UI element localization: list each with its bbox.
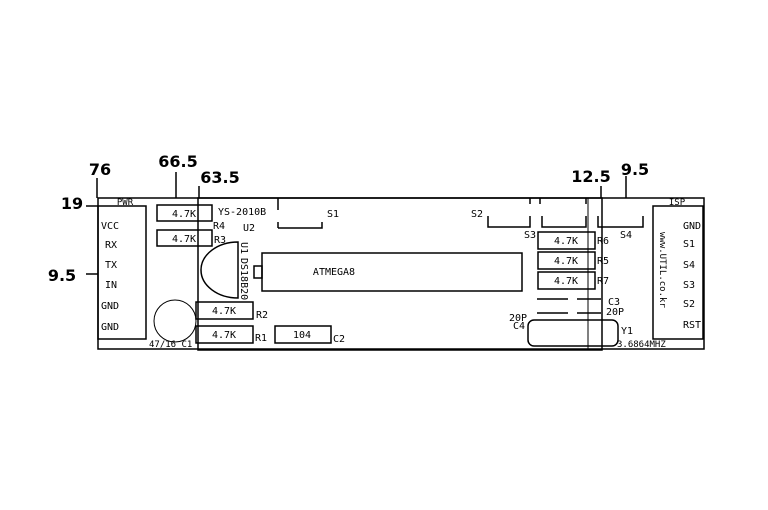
switch-s1-label: S1 xyxy=(327,209,339,220)
dimension-19: 19 xyxy=(61,194,83,213)
capacitor-c3-ref: C3 xyxy=(608,297,620,308)
crystal-y1-body xyxy=(527,319,619,347)
resistor-r3-ref: R3 xyxy=(214,235,226,246)
ds18b20-sensor-body xyxy=(200,241,239,299)
pwr-pin-tx: TX xyxy=(105,260,117,271)
resistor-r3-value: 4.7K xyxy=(172,234,196,245)
switch-s2-outline xyxy=(487,216,531,228)
atmega8-notch xyxy=(253,265,263,279)
ds18b20-label: DS18B20 xyxy=(238,258,249,300)
isp-pin-s4: S4 xyxy=(683,260,695,271)
dimension-9-5-left: 9.5 xyxy=(48,266,76,285)
resistor-r5-value: 4.7K xyxy=(554,256,578,267)
isp-pin-s3: S3 xyxy=(683,280,695,291)
isp-header-box xyxy=(652,205,704,340)
pwr-header-title: PWR xyxy=(117,198,134,208)
dimension-12-5: 12.5 xyxy=(571,167,610,186)
pwr-pin-in: IN xyxy=(105,280,117,291)
capacitor-c1-label: 47/16 C1 xyxy=(149,340,192,350)
resistor-r2-ref: R2 xyxy=(256,310,268,321)
dimension-63-5: 63.5 xyxy=(200,168,239,187)
dimension-66-5: 66.5 xyxy=(158,152,197,171)
pwr-pin-gnd-2: GND xyxy=(101,322,119,333)
capacitor-c2-ref: C2 xyxy=(333,334,345,345)
resistor-r6-value: 4.7K xyxy=(554,236,578,247)
pwr-pin-rx: RX xyxy=(105,240,117,251)
resistor-r7-ref: R7 xyxy=(597,276,609,287)
isp-pin-s2: S2 xyxy=(683,299,695,310)
resistor-r5-body xyxy=(537,251,596,270)
resistor-r3-body xyxy=(156,229,213,247)
u1-label: U1 xyxy=(238,242,249,254)
atmega8-chip-body xyxy=(261,252,523,292)
resistor-r2-value: 4.7K xyxy=(212,306,236,317)
switch-s3-label: S3 xyxy=(524,230,536,241)
dimension-9-5-right: 9.5 xyxy=(621,160,649,179)
switch-s4-outline xyxy=(597,216,644,228)
capacitor-c3-value: 20P xyxy=(606,307,624,318)
isp-pin-rst: RST xyxy=(683,320,701,331)
isp-pin-s1: S1 xyxy=(683,239,695,250)
pwr-header-box xyxy=(97,205,147,340)
switch-s2-label: S2 xyxy=(471,209,483,220)
isp-url-label: www.UTIL.co.kr xyxy=(657,232,667,308)
switch-s3-outline xyxy=(541,216,587,228)
isp-header-title: ISP xyxy=(669,198,686,208)
u2-label: U2 xyxy=(243,223,255,234)
main-board-outline xyxy=(197,197,603,351)
resistor-r4-ref: R4 xyxy=(213,221,225,232)
ys-model-label: YS-2010B xyxy=(218,207,266,218)
switch-s4-label: S4 xyxy=(620,230,632,241)
switch-s1-outline xyxy=(277,198,323,229)
pwr-pin-gnd-1: GND xyxy=(101,301,119,312)
resistor-r6-ref: R6 xyxy=(597,236,609,247)
resistor-r1-body xyxy=(195,325,254,344)
crystal-y1-ref: Y1 xyxy=(621,326,633,337)
resistor-r1-ref: R1 xyxy=(255,333,267,344)
capacitor-c4-value: 20P xyxy=(509,313,527,324)
dimension-76: 76 xyxy=(89,160,111,179)
crystal-y1-frequency: 3.6864MHZ xyxy=(617,340,666,350)
capacitor-c1-body xyxy=(153,299,197,343)
resistor-r5-ref: R5 xyxy=(597,256,609,267)
capacitor-c2-body xyxy=(274,325,332,344)
resistor-r7-value: 4.7K xyxy=(554,276,578,287)
resistor-r2-body xyxy=(195,301,254,320)
resistor-r4-body xyxy=(156,204,213,222)
resistor-r4-value: 4.7K xyxy=(172,209,196,220)
capacitor-c4-ref: C4 xyxy=(513,321,525,332)
resistor-r7-body xyxy=(537,271,596,290)
pwr-pin-vcc: VCC xyxy=(101,221,119,232)
resistor-r1-value: 4.7K xyxy=(212,330,236,341)
atmega8-label: ATMEGA8 xyxy=(313,267,355,278)
resistor-r6-body xyxy=(537,231,596,250)
isp-pin-gnd: GND xyxy=(683,221,701,232)
capacitor-c2-value: 104 xyxy=(293,330,311,341)
